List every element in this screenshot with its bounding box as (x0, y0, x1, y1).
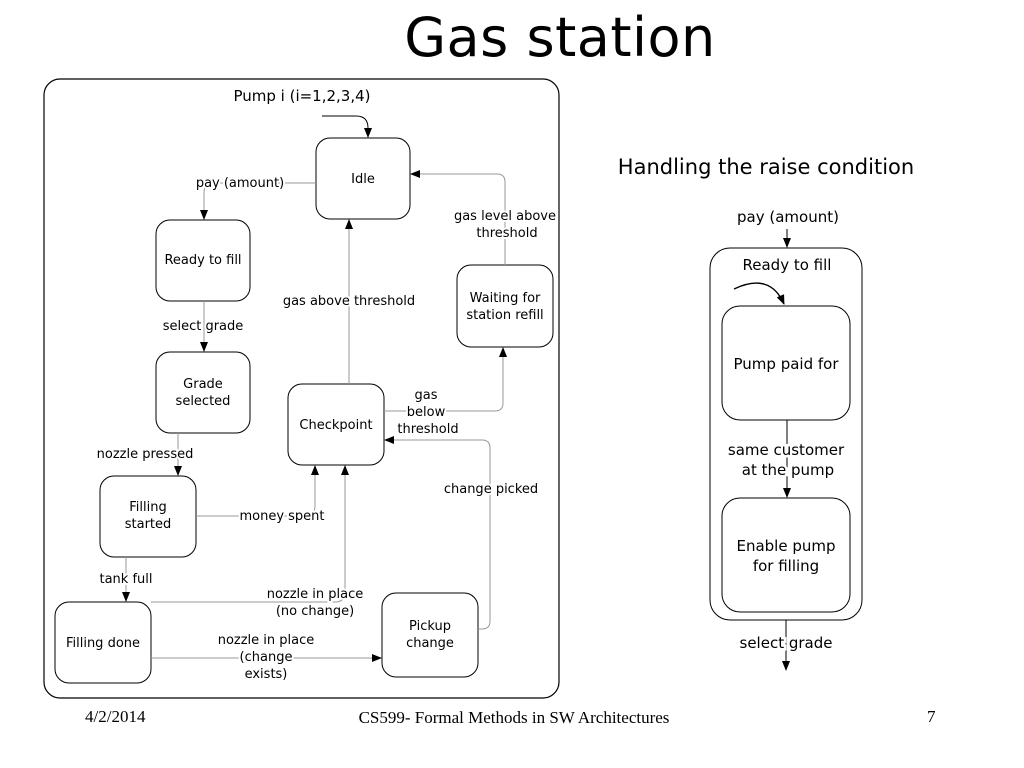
transition-nozzle-no-change-label-1: nozzle in place (267, 587, 364, 602)
transition-nozzle-no-change (151, 465, 349, 603)
transition-nozzle-pressed-label: nozzle pressed (97, 447, 194, 462)
transition-change-picked-label: change picked (444, 482, 538, 497)
transition-pay-amount-label: pay (amount) (196, 176, 284, 191)
state-ready-to-fill-label: Ready to fill (164, 253, 241, 268)
transition-change-picked (384, 436, 491, 630)
state-waiting-refill-label-2: station refill (466, 308, 543, 323)
state-waiting-refill-label-1: Waiting for (470, 291, 541, 306)
state-filling-started-label-2: started (125, 517, 172, 532)
state-checkpoint (287, 383, 385, 466)
transition-gas-below-label-3: threshold (397, 422, 458, 437)
footer-page-number: 7 (927, 707, 936, 726)
state-filling-started-label-1: Filling (129, 500, 166, 515)
right-ready-to-fill-label: Ready to fill (743, 256, 832, 274)
state-grade-selected (155, 351, 251, 434)
right-initial-arrow (733, 282, 785, 305)
state-checkpoint-label: Checkpoint (299, 418, 372, 433)
transition-select-grade-label: select grade (163, 319, 244, 334)
transition-gas-below (384, 347, 507, 412)
state-waiting-refill (456, 264, 554, 348)
state-idle (315, 137, 411, 220)
transition-tank-full-label: tank full (99, 572, 152, 587)
right-enable-pump (721, 497, 851, 613)
right-enable-pump-label-2: for filling (753, 557, 819, 575)
right-pay-amount-label: pay (amount) (737, 208, 839, 226)
state-grade-selected-label-2: selected (176, 394, 231, 409)
state-pickup-change-label-2: change (406, 636, 454, 651)
right-pump-paid-for-label: Pump paid for (734, 355, 840, 373)
transition-gas-below-label-1: gas (415, 388, 438, 403)
right-enable-pump-label-1: Enable pump (736, 537, 835, 555)
initial-arrow (322, 115, 372, 138)
state-filling-done-label: Filling done (66, 636, 140, 651)
transition-money-spent-label: money spent (239, 509, 324, 524)
state-diagram: Pump i (i=1,2,3,4) Idle Ready to fill Gr… (43, 78, 914, 699)
transition-gas-level-above-label-1: gas level above (454, 209, 556, 224)
transition-pay-amount (200, 182, 316, 220)
raise-condition-title: Handling the raise condition (618, 155, 914, 179)
right-same-customer-label-1: same customer (728, 441, 845, 459)
footer-date: 4/2/2014 (85, 707, 146, 726)
slide-title: Gas station (404, 6, 716, 69)
footer-course: CS599- Formal Methods in SW Architecture… (358, 708, 670, 727)
transition-nozzle-change-label-1: nozzle in place (218, 633, 315, 648)
right-same-customer-label-2: at the pump (742, 461, 834, 479)
pump-title: Pump i (i=1,2,3,4) (233, 87, 370, 105)
pump-container (43, 78, 560, 699)
right-pump-paid-for (721, 305, 851, 421)
state-pickup-change (381, 592, 479, 678)
state-ready-to-fill (155, 219, 251, 302)
transition-nozzle-change-label-2: (change (240, 650, 293, 665)
right-select-grade-label: select grade (740, 634, 833, 652)
transition-nozzle-no-change-label-2: (no change) (276, 604, 354, 619)
transition-gas-level-above-label-2: threshold (476, 226, 537, 241)
state-grade-selected-label-1: Grade (183, 377, 223, 392)
transition-money-spent (196, 465, 319, 517)
transition-gas-above-label: gas above threshold (283, 294, 415, 309)
state-filling-done (54, 601, 152, 684)
transition-gas-below-label-2: below (407, 405, 446, 420)
state-idle-label: Idle (351, 172, 375, 187)
state-pickup-change-label-1: Pickup (409, 619, 451, 634)
transition-nozzle-change-label-3: exists) (245, 667, 288, 682)
transition-gas-level-above (410, 170, 506, 265)
